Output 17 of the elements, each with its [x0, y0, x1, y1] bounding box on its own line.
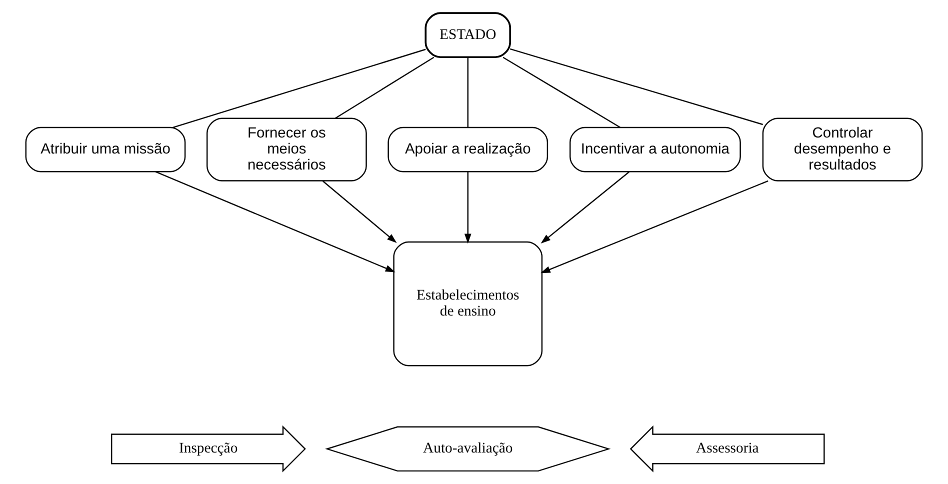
node-box: Apoiar a realização — [388, 126, 548, 172]
node-box: Incentivar a autonomia — [570, 126, 741, 172]
node-box: Fornecer os meios necessários — [206, 118, 367, 182]
node-box: Atribuir uma missão — [25, 126, 186, 172]
node-box: Estabelecimentos de ensino — [393, 241, 543, 366]
connector — [334, 56, 434, 119]
arrow — [322, 180, 397, 244]
arrow — [540, 171, 630, 244]
connector — [467, 57, 468, 128]
arrow — [540, 180, 768, 274]
connector — [510, 48, 763, 126]
connector — [502, 56, 620, 128]
node-box: Controlar desempenho e resultados — [762, 118, 923, 182]
arrow — [155, 171, 396, 272]
connector — [172, 48, 426, 128]
node-box: ESTADO — [424, 12, 512, 58]
arrow — [464, 172, 472, 244]
